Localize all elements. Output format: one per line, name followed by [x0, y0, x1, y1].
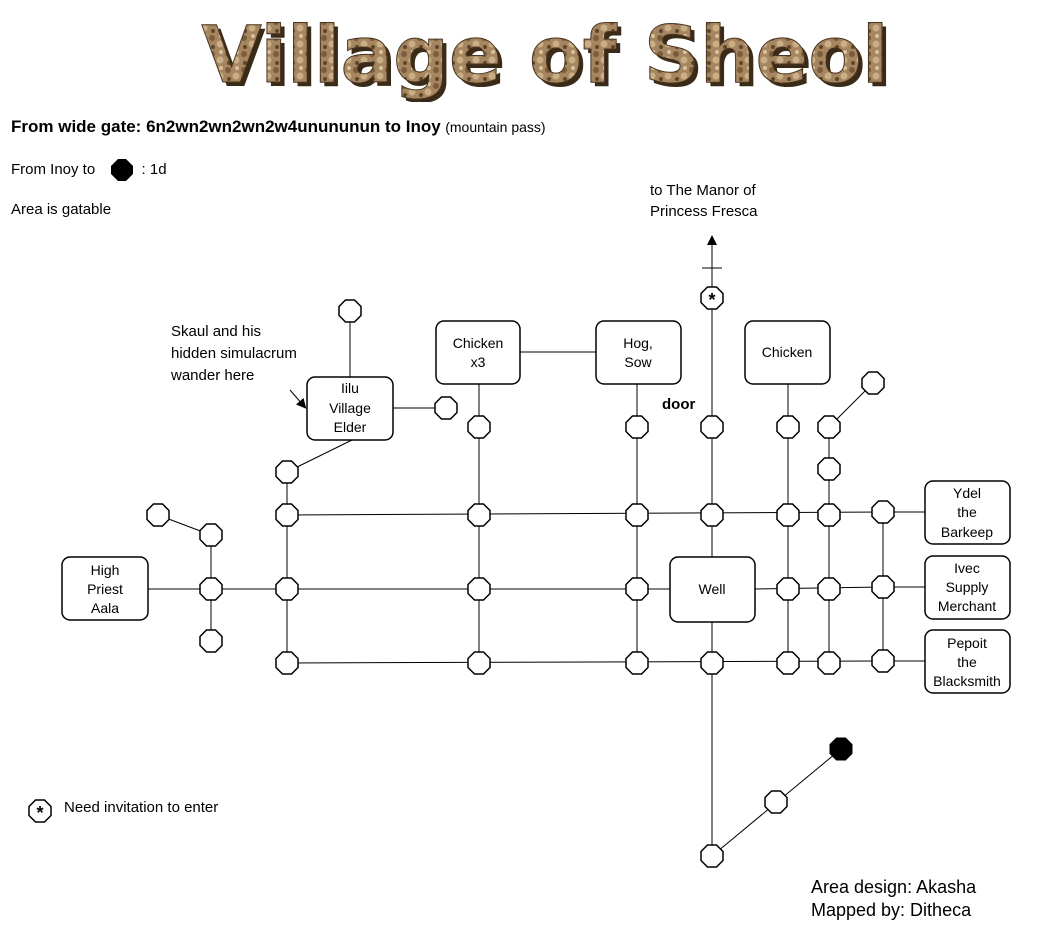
room-aala-line2: Priest [87, 581, 123, 597]
map-node [338, 299, 362, 323]
room-ydel-line2: the [957, 504, 977, 520]
legend-text: Need invitation to enter [64, 799, 219, 816]
map-node [817, 503, 841, 527]
room-ydel: Ydel the Barkeep [924, 480, 1011, 545]
room-ivec-line1: Ivec [954, 560, 980, 576]
invitation-node-symbol: * [708, 290, 715, 310]
room-aala: High Priest Aala [61, 556, 149, 621]
skaul-note-line2: hidden simulacrum [171, 345, 297, 362]
map-node [275, 503, 299, 527]
room-ydel-line1: Ydel [953, 485, 981, 501]
title-text: Village of Sheol [201, 11, 888, 101]
map-node [764, 790, 788, 814]
map-node [275, 577, 299, 601]
inoy-directions-suffix: : 1d [141, 160, 167, 178]
map-node [776, 503, 800, 527]
room-chicken3: Chicken x3 [435, 320, 521, 385]
room-well: Well [669, 556, 756, 623]
room-ydel-line3: Barkeep [941, 524, 993, 540]
room-ivec-line2: Supply [946, 579, 989, 595]
inoy-directions-prefix: From Inoy to [11, 160, 96, 178]
title-shadow: Village of Sheol [205, 15, 892, 102]
room-iilu-line1: Iilu [341, 380, 359, 396]
gate-directions-main: From wide gate: 6n2wn2wn2wn2w4unununun t… [11, 117, 441, 136]
map-node [467, 577, 491, 601]
map-node [817, 415, 841, 439]
map-node [625, 651, 649, 675]
skaul-arrow [289, 389, 307, 409]
map-node [199, 523, 223, 547]
room-chicken: Chicken [744, 320, 831, 385]
map-node [776, 577, 800, 601]
room-pepoit-line2: the [957, 654, 977, 670]
inoy-directions: From Inoy to : 1d [11, 159, 167, 181]
door-label: door [662, 396, 696, 413]
room-chicken3-line2: x3 [471, 354, 486, 370]
credits: Area design: Akasha Mapped by: Ditheca [811, 876, 976, 922]
map-node [776, 651, 800, 675]
skaul-note-line1: Skaul and his [171, 323, 262, 340]
room-well-line1: Well [699, 581, 726, 597]
room-chicken-line1: Chicken [762, 344, 813, 360]
map-node [700, 651, 724, 675]
map-node [861, 371, 885, 395]
map-node [275, 651, 299, 675]
map-node [817, 577, 841, 601]
room-aala-line1: High [91, 562, 120, 578]
credits-mapped: Mapped by: Ditheca [811, 900, 972, 920]
map-node [625, 577, 649, 601]
map-node [625, 503, 649, 527]
map-node [199, 629, 223, 653]
manor-label: to The Manor of Princess Fresca [650, 180, 758, 222]
room-hog-line1: Hog, [623, 335, 653, 351]
map-node [817, 651, 841, 675]
room-iilu: Iilu Village Elder [306, 376, 394, 441]
credits-design: Area design: Akasha [811, 877, 977, 897]
room-ivec-line3: Merchant [938, 598, 996, 614]
map-node [275, 460, 299, 484]
map-node [700, 844, 724, 868]
room-iilu-line2: Village [329, 400, 371, 416]
entrance-icon [111, 159, 134, 181]
map-node [776, 415, 800, 439]
map-node [700, 415, 724, 439]
map-node [434, 396, 458, 420]
invitation-node: * [700, 286, 724, 310]
gatable-note: Area is gatable [11, 201, 112, 218]
entrance-node [829, 737, 853, 761]
room-pepoit: Pepoit the Blacksmith [924, 629, 1011, 694]
manor-label-line1: to The Manor of [650, 182, 756, 199]
map-node [467, 503, 491, 527]
map-node [871, 575, 895, 599]
map-node [467, 651, 491, 675]
map-node [700, 503, 724, 527]
map-title: Village of Sheol Village of Sheol [201, 11, 893, 103]
room-aala-line3: Aala [91, 600, 119, 616]
gate-directions: From wide gate: 6n2wn2wn2wn2w4unununun t… [11, 117, 546, 137]
skaul-note-line3: wander here [171, 367, 255, 384]
map-node [625, 415, 649, 439]
legend-symbol: * [28, 799, 52, 823]
room-hog: Hog, Sow [595, 320, 682, 385]
map-node [817, 457, 841, 481]
map-node [871, 500, 895, 524]
map-node [871, 649, 895, 673]
room-pepoit-line1: Pepoit [947, 635, 987, 651]
room-pepoit-line3: Blacksmith [933, 673, 1001, 689]
skaul-note: Skaul and his hidden simulacrum wander h… [171, 321, 297, 387]
map-node [199, 577, 223, 601]
map-node [467, 415, 491, 439]
room-hog-line2: Sow [624, 354, 652, 370]
room-ivec: Ivec Supply Merchant [924, 555, 1011, 620]
room-iilu-line3: Elder [334, 419, 367, 435]
gate-directions-note: (mountain pass) [445, 119, 546, 135]
manor-label-line2: Princess Fresca [650, 203, 758, 220]
legend-symbol-star: * [36, 803, 43, 823]
map-node [146, 503, 170, 527]
room-chicken3-line1: Chicken [453, 335, 504, 351]
